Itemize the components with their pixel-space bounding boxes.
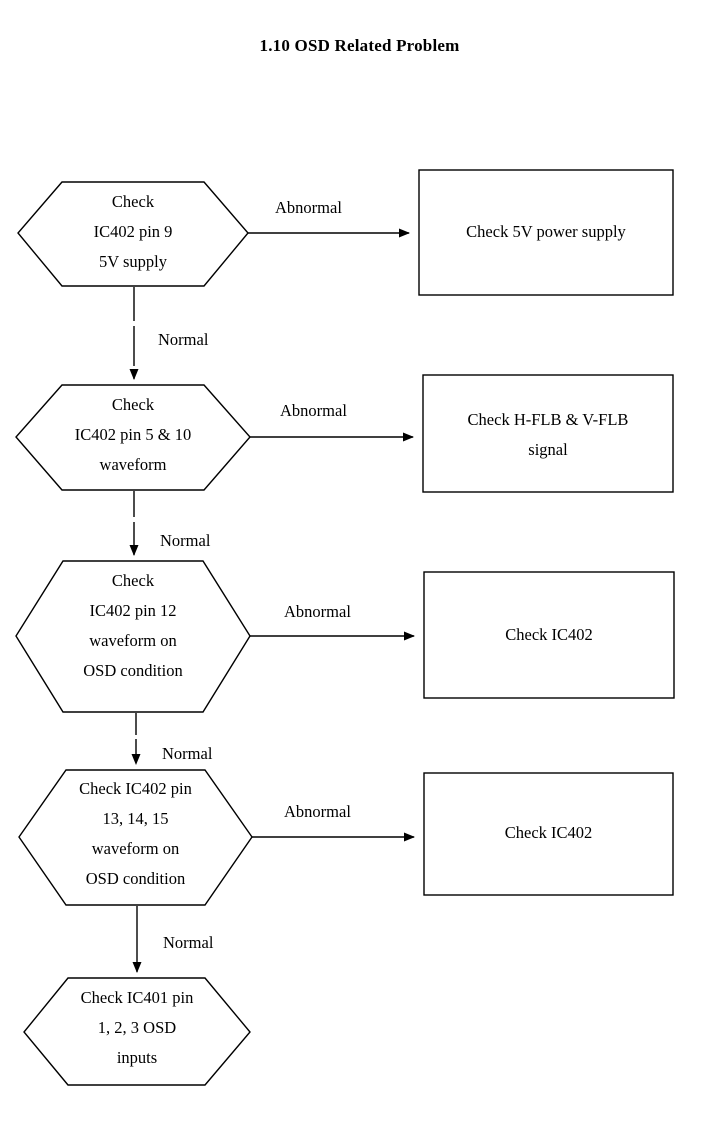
- edge-label-abnormal-1: Abnormal: [275, 198, 342, 217]
- box-check-5v-power-supply[interactable]: [418, 169, 674, 296]
- hexagon-check-ic402-pin9[interactable]: [17, 181, 249, 287]
- hexagon-check-ic401-pin1-2-3[interactable]: [23, 977, 251, 1086]
- page-title: 1.10 OSD Related Problem: [259, 36, 460, 55]
- box-check-ic402-b[interactable]: [423, 772, 674, 896]
- edge-label-abnormal-3: Abnormal: [284, 602, 351, 621]
- edge-label-normal-4: Normal: [163, 933, 214, 952]
- hexagon-check-ic402-pin13-14-15[interactable]: [18, 769, 253, 906]
- edge-label-abnormal-4: Abnormal: [284, 802, 351, 821]
- edge-label-normal-3: Normal: [162, 744, 213, 763]
- edge-label-normal-1: Normal: [158, 330, 209, 349]
- edge-label-abnormal-2: Abnormal: [280, 401, 347, 420]
- hexagon-check-ic402-pin12[interactable]: [15, 560, 251, 713]
- box-check-hflb-vflb-signal[interactable]: [422, 374, 674, 493]
- box-check-ic402-a[interactable]: [423, 571, 675, 699]
- hexagon-check-ic402-pin5-10[interactable]: [15, 384, 251, 491]
- edge-label-normal-2: Normal: [160, 531, 211, 550]
